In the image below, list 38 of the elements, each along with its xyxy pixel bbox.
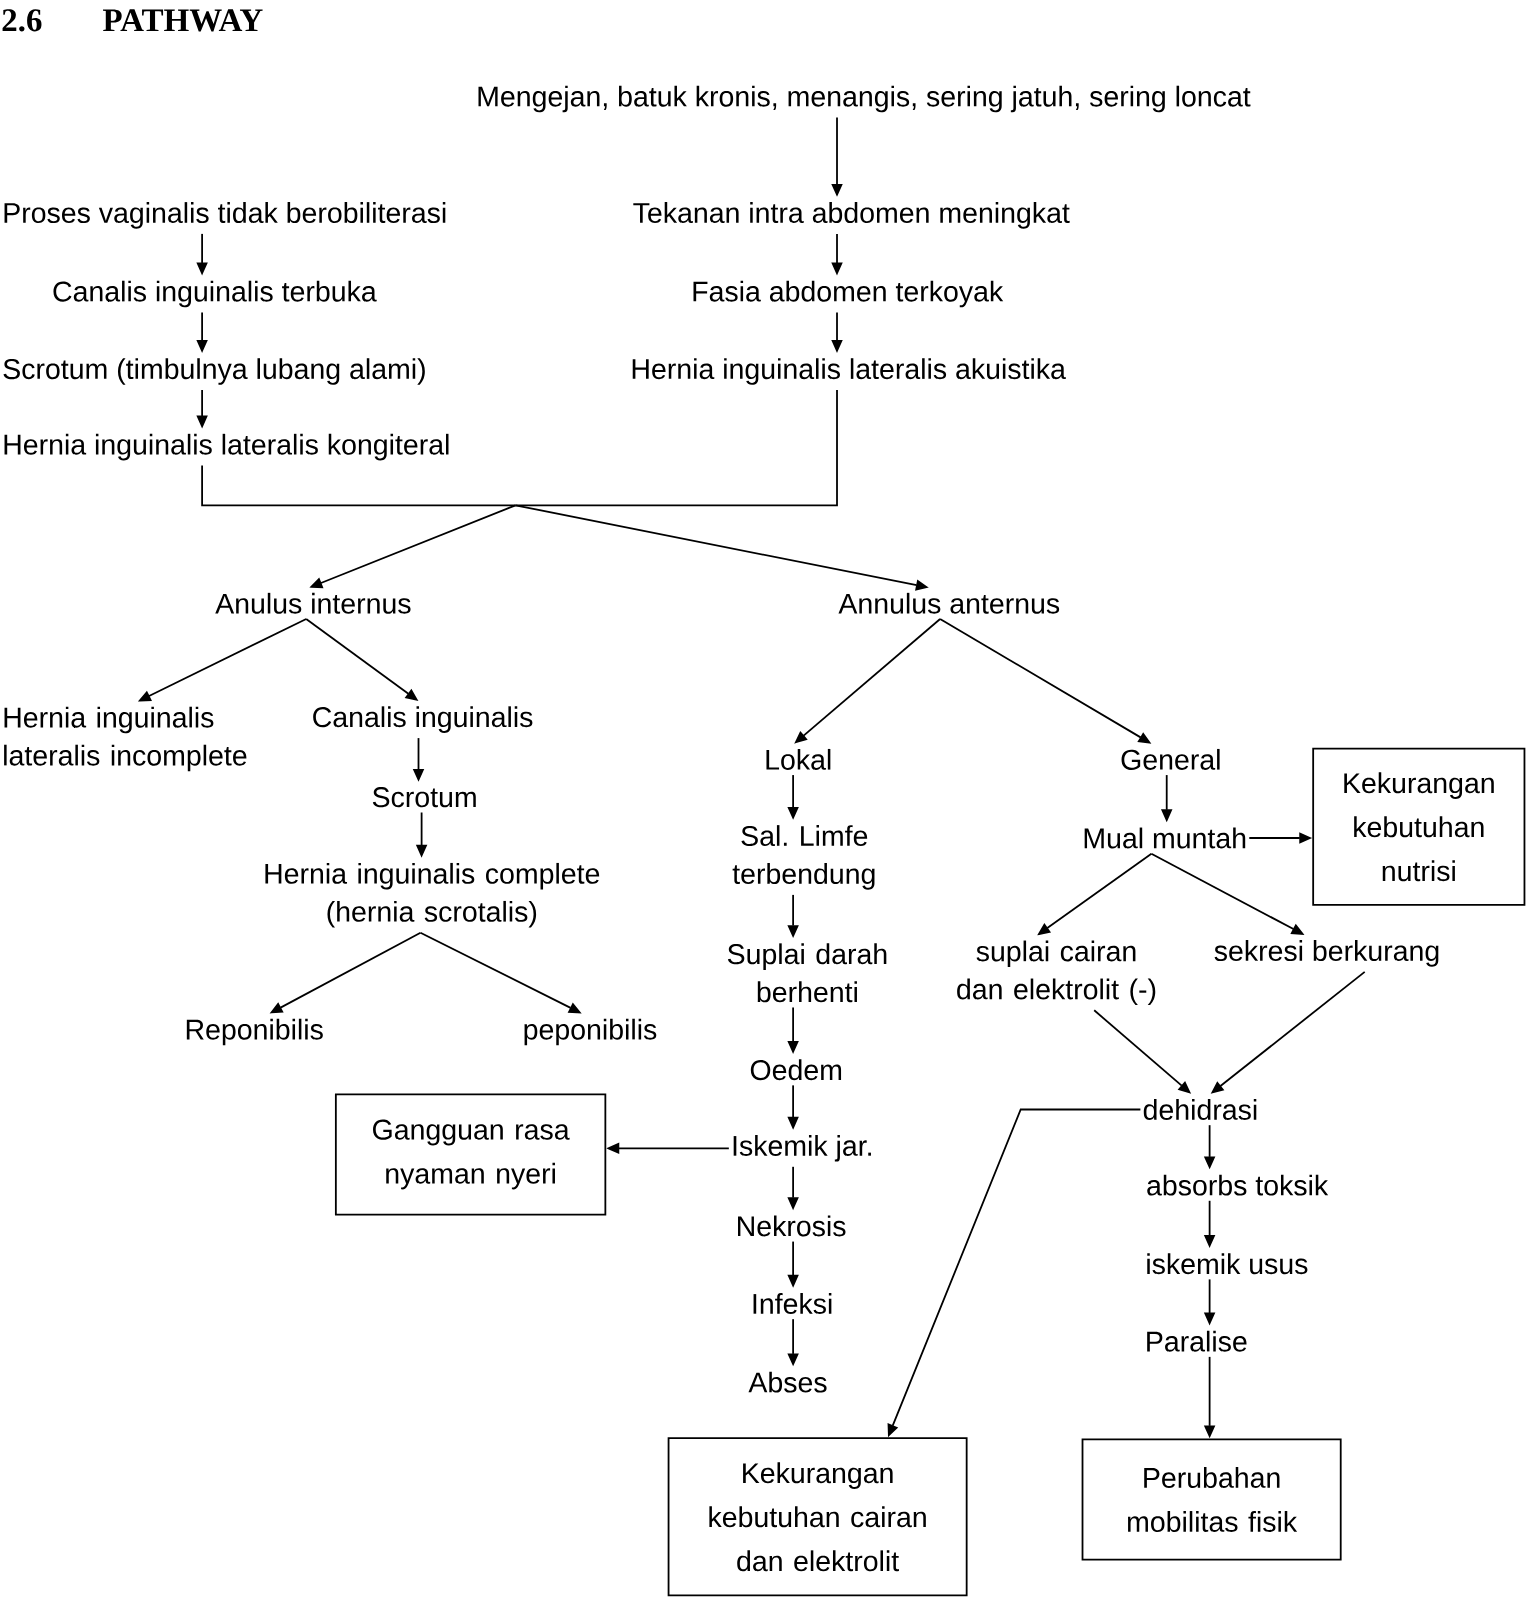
diagnosis-box: Kekurangan kebutuhan nutrisi bbox=[1312, 747, 1526, 906]
flow-text: Hernia inguinalis lateralis incomplete bbox=[4, 706, 247, 772]
arrow bbox=[794, 618, 941, 744]
flow-text: suplai cairan dan elektrolit (-) bbox=[957, 940, 1156, 1006]
diagnosis-box: Perubahan mobilitas fisik bbox=[1081, 1438, 1342, 1561]
flow-text: absorbs toksik bbox=[1147, 1174, 1329, 1196]
flow-text: Abses bbox=[748, 1371, 827, 1393]
flow-text: Infeksi bbox=[753, 1293, 832, 1314]
diagnosis-box: Kekurangan kebutuhan cairan dan elektrolit bbox=[667, 1437, 968, 1597]
flow-text: Nekrosis bbox=[738, 1215, 846, 1237]
flow-text: dehidrasi bbox=[1143, 1099, 1257, 1120]
flow-text: Proses vaginalis tidak berobiliterasi bbox=[4, 202, 446, 229]
flow-text: Hernia inguinalis complete (hernia scrotalis) bbox=[265, 862, 600, 928]
flow-text: Hernia inguinalis lateralis akuistika bbox=[632, 358, 1066, 385]
flow-text: Lokal bbox=[766, 748, 831, 770]
section-heading: 2.6 PATHWAY bbox=[2, 9, 263, 32]
flow-text: Reponibilis bbox=[186, 1018, 323, 1046]
flow-text: peponibilis bbox=[524, 1018, 657, 1046]
flow-text: Scrotum (timbulnya lubang alami) bbox=[3, 358, 425, 385]
flow-text: General bbox=[1121, 748, 1220, 770]
flow-text: Annulus anternus bbox=[838, 592, 1060, 614]
flow-text: Canalis inguinalis bbox=[313, 706, 533, 733]
flow-text: Oedem bbox=[750, 1059, 842, 1081]
flow-text: Paralise bbox=[1147, 1330, 1247, 1352]
flow-text: Hernia inguinalis lateralis kongiteral bbox=[4, 433, 449, 461]
flow-text: Mual muntah bbox=[1084, 827, 1246, 849]
flow-text: Canalis inguinalis terbuka bbox=[53, 280, 377, 308]
flow-text: Sal. Limfe terbendung bbox=[732, 825, 875, 890]
flow-text: Anulus internus bbox=[215, 592, 411, 614]
flow-text: Mengejan, batuk kronis, menangis, sering jatuh, sering loncat bbox=[478, 85, 1251, 113]
flow-text: Iskemik jar. bbox=[733, 1135, 871, 1162]
flow-text: Suplai darah berhenti bbox=[727, 943, 887, 1003]
flow-text: Scrotum bbox=[372, 787, 476, 808]
flow-text: Tekanan intra abdomen meningkat bbox=[633, 202, 1070, 229]
flow-text: Fasia abdomen terkoyak bbox=[693, 280, 1004, 308]
diagnosis-box: Gangguan rasa nyaman nyeri bbox=[334, 1093, 607, 1216]
flow-text: iskemik usus bbox=[1147, 1253, 1308, 1275]
flow-text: sekresi berkurang bbox=[1214, 940, 1439, 967]
